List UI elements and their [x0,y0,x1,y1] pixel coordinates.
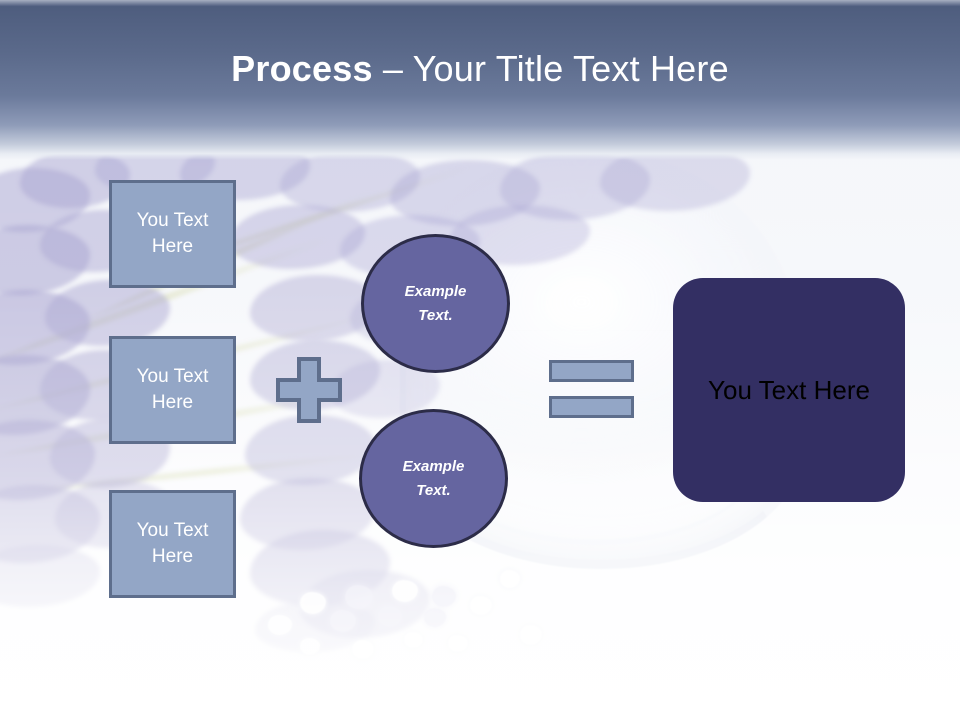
input-box-2-label: You Text Here [137,364,209,415]
example-circle-1-line2: Text. [418,306,453,324]
page-title-emphasis: Process [231,48,373,89]
example-circle-1-line1: Example [404,283,467,301]
page-title-rest: – Your Title Text Here [372,48,729,89]
equals-bar-bottom [549,396,634,418]
output-box-label: You Text Here [708,374,870,405]
input-box-3-line1: You Text [136,520,209,542]
example-circle-2-line1: Example [402,458,465,476]
input-box-2-line1: You Text [136,366,209,388]
example-circle-2-line2: Text. [416,481,451,499]
input-box-1[interactable]: You Text Here [109,180,236,288]
input-box-1-label: You Text Here [137,208,209,259]
example-circle-2[interactable]: Example Text. [359,409,508,548]
plus-icon [276,357,342,423]
input-box-1-line1: You Text [136,210,209,232]
equals-icon [549,360,634,418]
input-box-2-line2: Here [151,392,194,413]
equals-bar-top [549,360,634,382]
input-box-1-line2: Here [151,236,194,257]
input-box-2[interactable]: You Text Here [109,336,236,444]
example-circle-1[interactable]: Example Text. [361,234,510,373]
input-box-3[interactable]: You Text Here [109,490,236,598]
input-box-3-label: You Text Here [137,518,209,569]
output-box[interactable]: You Text Here [673,278,905,502]
title-banner [0,0,960,160]
page-title: Process – Your Title Text Here [0,48,960,90]
input-box-3-line2: Here [151,546,194,567]
